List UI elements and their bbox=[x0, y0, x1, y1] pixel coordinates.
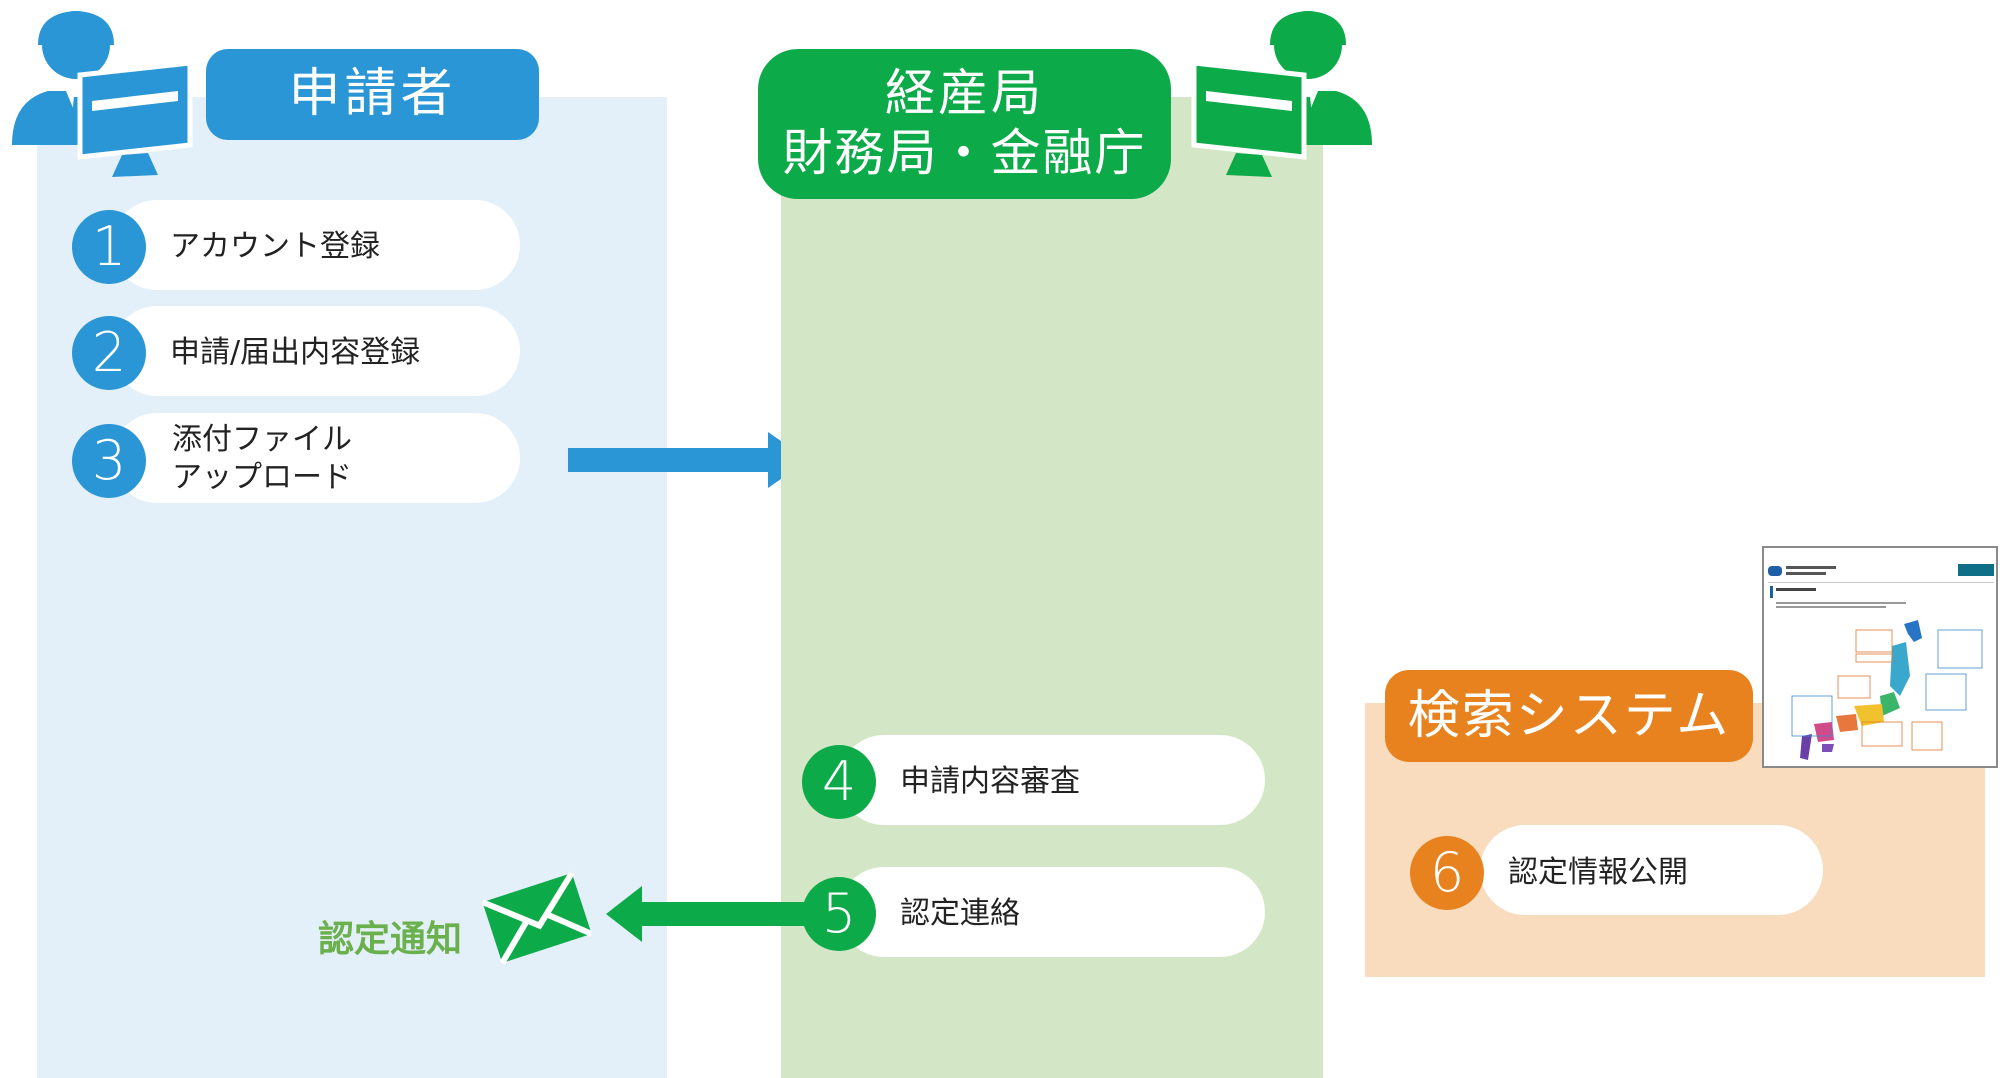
step-3-pill bbox=[112, 413, 520, 503]
step-2-label: 申請/届出内容登録 bbox=[170, 335, 421, 370]
ministry-person-computer-icon bbox=[1191, 11, 1372, 177]
step-1-number: 1 bbox=[72, 210, 146, 284]
envelope-icon bbox=[482, 871, 592, 965]
ministry-title-badge: 経産局 財務局・金融庁 bbox=[758, 49, 1171, 199]
notification-arrow bbox=[606, 886, 806, 942]
step-2-pill bbox=[112, 306, 520, 396]
step-3-number: 3 bbox=[72, 424, 146, 498]
step-3-label-line2: アップロード bbox=[172, 460, 352, 495]
submission-arrow bbox=[568, 432, 808, 488]
step-4-number: 4 bbox=[802, 745, 876, 819]
ministry-title-line2: 財務局・金融庁 bbox=[782, 124, 1147, 182]
applicant-title-badge: 申請者 bbox=[206, 49, 539, 140]
applicant-title: 申請者 bbox=[288, 64, 457, 124]
applicant-person-computer-icon bbox=[12, 11, 193, 177]
step-5-number: 5 bbox=[802, 877, 876, 951]
step-2-number: 2 bbox=[72, 316, 146, 390]
notification-label: 認定通知 bbox=[318, 919, 463, 960]
step-6-number: 6 bbox=[1410, 836, 1484, 910]
search-system-screenshot-thumbnail bbox=[1762, 546, 1998, 768]
step-1-pill bbox=[112, 200, 520, 290]
step-6-pill bbox=[1480, 825, 1823, 915]
step-1-label: アカウント登録 bbox=[170, 229, 380, 264]
ministry-title-line1: 経産局 bbox=[885, 64, 1044, 122]
search-system-title-badge: 検索システム bbox=[1385, 670, 1753, 762]
search-system-title: 検索システム bbox=[1407, 686, 1731, 746]
step-6-label: 認定情報公開 bbox=[1508, 855, 1688, 890]
step-3-label-line1: 添付ファイル bbox=[172, 422, 352, 457]
step-5-pill bbox=[839, 867, 1265, 957]
step-4-pill bbox=[839, 735, 1265, 825]
step-5-label: 認定連絡 bbox=[900, 896, 1020, 931]
step-4-label: 申請内容審査 bbox=[900, 764, 1080, 799]
